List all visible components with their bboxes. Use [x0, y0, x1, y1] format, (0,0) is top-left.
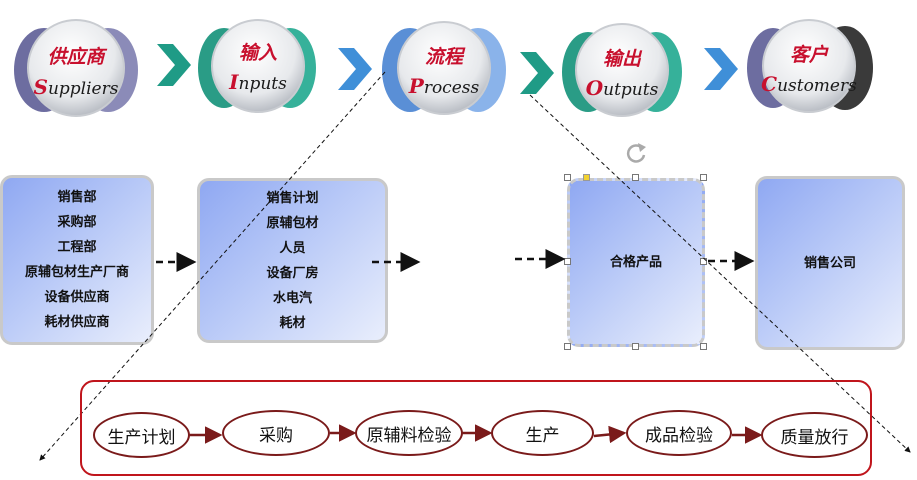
- stage-cn-label: 供应商: [47, 46, 105, 68]
- stage-en-rest: rocess: [423, 78, 480, 98]
- flow-step: 原辅料检验: [355, 410, 463, 456]
- flow-step: 采购: [222, 410, 330, 456]
- resize-handle[interactable]: [700, 343, 707, 350]
- stage-circle-icon: [747, 19, 873, 113]
- stage-cn-label: 输出: [602, 48, 641, 70]
- stage-en-initial: C: [761, 72, 778, 96]
- outputs-label: 合格产品: [609, 255, 662, 270]
- suppliers-line: 工程部: [57, 240, 97, 255]
- flow-step: 成品检验: [626, 410, 732, 456]
- stage-en-rest: nputs: [238, 74, 287, 94]
- resize-handle[interactable]: [632, 174, 639, 181]
- process-flow-frame: [80, 380, 872, 476]
- stage-cn-label: 客户: [789, 44, 828, 66]
- stage-en-initial: I: [229, 70, 239, 94]
- stage-en-rest: ustomers: [777, 76, 857, 96]
- stage-en-label: Process: [380, 74, 508, 98]
- stage-en-label: Outputs: [560, 76, 684, 100]
- inputs-line: 耗材: [279, 315, 306, 331]
- inputs-line: 原辅包材: [266, 215, 319, 231]
- suppliers-line: 原辅包材生产厂商: [24, 265, 129, 280]
- suppliers-line: 采购部: [57, 215, 97, 230]
- suppliers-line: 设备供应商: [44, 290, 110, 305]
- inputs-line: 人员: [279, 240, 306, 256]
- stage-outputs: 输出 Outputs: [560, 14, 682, 124]
- stage-suppliers: 供应商 Suppliers: [10, 12, 138, 122]
- inputs-box: 销售计划 原辅包材 人员 设备厂房 水电汽 耗材: [197, 178, 388, 343]
- stage-inputs: 输入 Inputs: [196, 12, 316, 122]
- stage-en-label: Inputs: [196, 70, 320, 94]
- stage-en-rest: uppliers: [47, 79, 119, 99]
- resize-handle[interactable]: [564, 174, 571, 181]
- stage-en-initial: P: [408, 74, 424, 98]
- suppliers-box: 销售部 采购部 工程部 原辅包材生产厂商 设备供应商 耗材供应商: [0, 175, 154, 345]
- stage-en-rest: utputs: [603, 80, 659, 100]
- chevron-right-icon: [520, 52, 554, 94]
- stage-en-label: Customers: [745, 72, 873, 96]
- flow-arrow: [593, 425, 627, 444]
- inputs-line: 销售计划: [266, 190, 319, 206]
- diagonal-guide: [39, 71, 386, 461]
- chevron-right-icon: [338, 48, 372, 90]
- inputs-line: 设备厂房: [266, 265, 319, 281]
- stage-circle-icon: [382, 21, 506, 115]
- resize-handle[interactable]: [632, 343, 639, 350]
- resize-handle[interactable]: [700, 174, 707, 181]
- flow-step: 生产: [491, 410, 594, 456]
- stage-customers: 客户 Customers: [745, 12, 873, 122]
- stage-en-label: Suppliers: [10, 75, 142, 99]
- rotate-handle-icon[interactable]: [623, 140, 649, 166]
- stage-en-initial: O: [585, 76, 604, 100]
- suppliers-line: 销售部: [57, 190, 97, 205]
- chevron-right-icon: [157, 44, 191, 86]
- flow-step: 生产计划: [93, 412, 190, 458]
- diagonal-guide: [529, 94, 911, 453]
- customers-label: 销售公司: [803, 255, 856, 271]
- inputs-line: 水电汽: [272, 290, 312, 306]
- adjust-handle[interactable]: [583, 174, 590, 181]
- chevron-right-icon: [704, 48, 738, 90]
- stage-process: 流程 Process: [380, 14, 506, 124]
- customers-box: 销售公司: [755, 176, 905, 350]
- stage-circle-icon: [198, 19, 316, 113]
- stage-circle-icon: [562, 23, 682, 117]
- resize-handle[interactable]: [564, 343, 571, 350]
- stage-cn-label: 输入: [238, 42, 277, 64]
- flow-step: 质量放行: [761, 412, 868, 458]
- suppliers-line: 耗材供应商: [44, 315, 110, 330]
- stage-en-initial: S: [33, 75, 48, 99]
- stage-cn-label: 流程: [424, 46, 463, 68]
- stage-circle-icon: [14, 19, 138, 117]
